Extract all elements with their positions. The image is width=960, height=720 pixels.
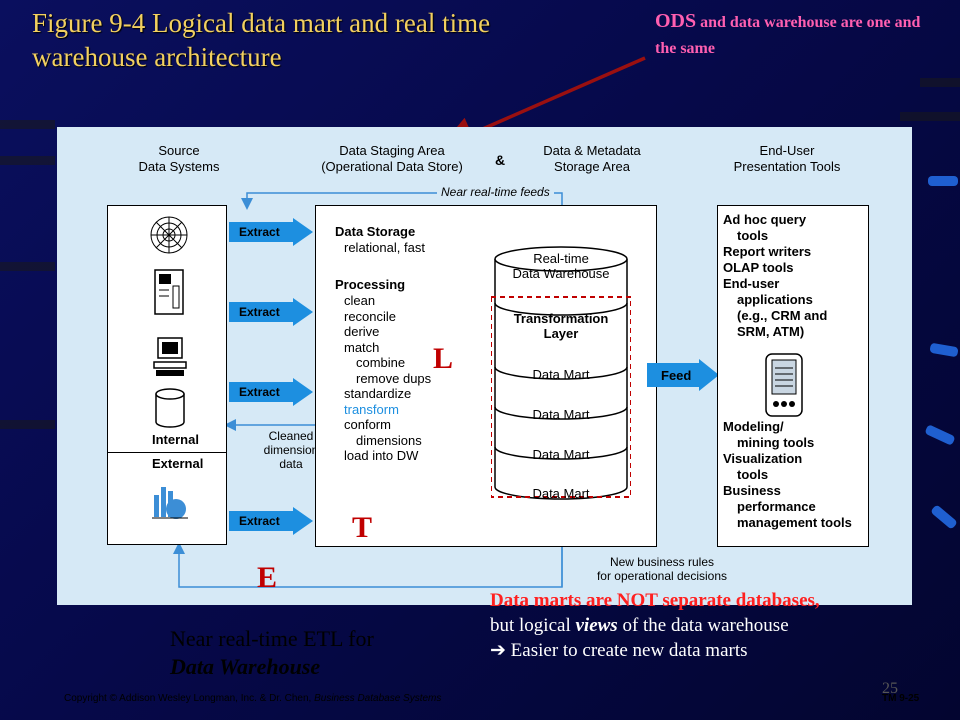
data-storage-title: Data Storage — [335, 224, 416, 239]
data-storage-sub: relational, fast — [344, 240, 425, 255]
feed-label: Feed — [661, 368, 692, 383]
letter-l: L — [433, 342, 454, 375]
database-icon — [155, 388, 185, 428]
transformation-layer-label: Transformation Layer — [513, 311, 609, 341]
extract-label-4: Extract — [239, 514, 280, 528]
views-note: Data marts are NOT separate databases, b… — [490, 590, 820, 661]
extract-arrow-1 — [229, 218, 313, 246]
header-metadata: Data & Metadata Storage Area — [543, 143, 641, 174]
extract-label-1: Extract — [239, 225, 280, 239]
business-rules-label: New business rules for operational decis… — [596, 555, 728, 583]
tools-list-1: Ad hoc query tools Report writers OLAP t… — [723, 212, 828, 339]
ods-note-rest: and data warehouse are one and the same — [655, 14, 921, 57]
header-amp: & — [494, 152, 506, 168]
extract-arrow-4 — [229, 507, 313, 535]
near-realtime-feeds-label: Near real-time feeds — [437, 185, 554, 200]
extract-arrow-2 — [229, 298, 313, 326]
handheld-device-icon — [765, 353, 803, 417]
computer-icon — [153, 337, 187, 376]
tools-list-2: Modeling/ mining tools Visualization too… — [723, 419, 852, 530]
page-number: 25 — [882, 680, 898, 697]
data-mart-label-1: Data Mart — [532, 367, 590, 382]
header-source: Source Data Systems — [138, 143, 220, 174]
data-mart-label-3: Data Mart — [532, 447, 590, 462]
extract-label-2: Extract — [239, 305, 280, 319]
letter-e: E — [257, 561, 278, 594]
external-chart-icon — [152, 487, 188, 519]
slide-tm-number: TM 9-25 — [882, 693, 920, 704]
header-staging: Data Staging Area (Operational Data Stor… — [321, 143, 463, 174]
cleaned-data-label: Cleaned dimension data — [263, 429, 319, 471]
external-label: External — [152, 456, 204, 471]
server-icon — [154, 269, 184, 315]
header-enduser: End-User Presentation Tools — [733, 143, 841, 174]
slide-title: Figure 9-4 Logical data mart and real ti… — [32, 8, 491, 72]
web-icon — [150, 216, 188, 254]
etl-caption: Near real-time ETL for Data Warehouse — [170, 626, 374, 679]
letter-t: T — [352, 511, 373, 544]
data-mart-label-2: Data Mart — [532, 407, 590, 422]
warehouse-top-label: Real-time Data Warehouse — [512, 251, 610, 281]
processing-title: Processing — [335, 277, 406, 292]
copyright-notice: Copyright © Addison Wesley Longman, Inc.… — [64, 693, 442, 704]
internal-label: Internal — [152, 432, 199, 447]
extract-label-3: Extract — [239, 385, 280, 399]
extract-arrow-3 — [229, 378, 313, 406]
diagram-connectors — [173, 192, 563, 588]
data-mart-label-4: Data Mart — [532, 486, 590, 501]
ods-note: ODS and data warehouse are one and the s… — [655, 8, 945, 62]
source-systems-box: Internal External — [107, 205, 227, 545]
processing-list: clean reconcile derive match combine rem… — [344, 293, 432, 463]
warehouse-stack — [491, 246, 631, 500]
architecture-diagram: Source Data Systems Data Staging Area (O… — [57, 127, 912, 605]
feed-arrow — [647, 359, 719, 391]
ods-note-lead: ODS — [655, 10, 697, 32]
